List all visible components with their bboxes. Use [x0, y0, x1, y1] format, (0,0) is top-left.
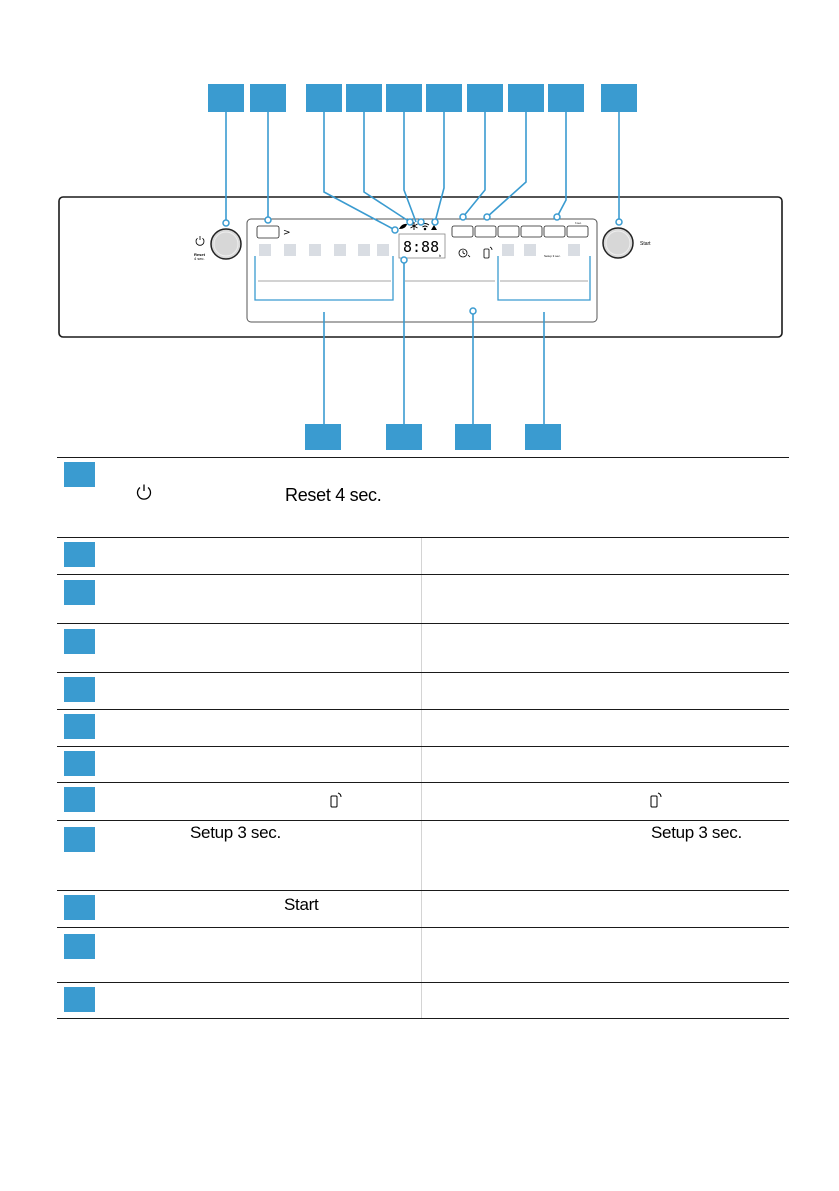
panel-brackets	[254, 256, 591, 301]
table-row	[57, 927, 789, 982]
table-row	[57, 574, 789, 623]
display-digits: 8:88	[403, 238, 439, 256]
reset-label: Reset	[194, 252, 206, 257]
program-button[interactable]	[256, 225, 280, 239]
row-badge	[64, 787, 95, 812]
option-button[interactable]	[543, 225, 566, 238]
start-button[interactable]	[602, 227, 634, 259]
leader-dots	[222, 213, 623, 315]
table-row	[57, 623, 789, 672]
table-row	[57, 746, 789, 782]
setup-label: Setup 3 sec.	[651, 823, 742, 842]
callout-badge	[548, 84, 584, 112]
table-row	[57, 982, 789, 1019]
table-row: Start	[57, 890, 789, 927]
row-badge	[64, 987, 95, 1012]
setup-label: Setup 3 sec.	[544, 254, 561, 258]
table-row: Reset 4 sec.	[57, 457, 789, 537]
display-unit: h	[439, 253, 441, 258]
row-badge	[64, 629, 95, 654]
option-indicators	[502, 244, 580, 256]
reset-label: Reset 4 sec.	[285, 485, 382, 505]
leader-lines	[225, 112, 620, 424]
row-badge	[64, 542, 95, 567]
control-panel-diagram: Reset 4 sec. Start > 8:88 h	[58, 84, 783, 450]
option-buttons[interactable]	[451, 225, 589, 238]
timer-icon	[458, 248, 471, 258]
row-badge	[64, 677, 95, 702]
option-button[interactable]	[474, 225, 497, 238]
remote-connect-icon	[330, 792, 342, 808]
callout-badge	[250, 84, 286, 112]
row-badge	[64, 751, 95, 776]
option-button[interactable]	[497, 225, 520, 238]
remote-connect-icon	[483, 246, 493, 259]
start-label: Start	[640, 241, 651, 247]
legend-table: Reset 4 sec. Setup 3	[57, 457, 789, 1019]
program-indicators	[259, 244, 389, 256]
power-icon	[136, 484, 152, 500]
table-row	[57, 537, 789, 574]
top-callouts	[208, 84, 637, 112]
tap-icon	[431, 225, 437, 230]
table-row	[57, 782, 789, 820]
chevron-icon: >	[283, 228, 291, 238]
table-row: Setup 3 sec. Setup 3 sec.	[57, 820, 789, 890]
row-badge	[64, 934, 95, 959]
callout-badge	[208, 84, 244, 112]
option-button[interactable]	[520, 225, 543, 238]
callout-badge	[305, 424, 341, 450]
table-row	[57, 672, 789, 709]
option-button[interactable]	[451, 225, 474, 238]
bottom-callouts	[305, 424, 561, 450]
row-badge	[64, 895, 95, 920]
power-icon	[195, 236, 205, 246]
callout-badge	[386, 424, 422, 450]
time-display	[398, 233, 446, 259]
callout-badge	[467, 84, 503, 112]
remote-connect-icon	[650, 792, 662, 808]
callout-badge	[601, 84, 637, 112]
setup-label: Setup 3 sec.	[190, 823, 281, 842]
callout-badge	[455, 424, 491, 450]
callout-badge	[426, 84, 462, 112]
callout-badge	[386, 84, 422, 112]
callout-badge	[346, 84, 382, 112]
callout-badge	[525, 424, 561, 450]
power-button[interactable]	[210, 228, 242, 260]
reset-time-label: 4 sec.	[194, 256, 205, 261]
row-badge	[64, 714, 95, 739]
leaf-icon	[399, 223, 407, 229]
row-badge	[64, 580, 95, 605]
tiny-label: 3 sec.	[575, 222, 582, 225]
option-button[interactable]	[566, 225, 589, 238]
table-row	[57, 709, 789, 746]
start-label: Start	[284, 895, 319, 914]
row-badge	[64, 827, 95, 852]
callout-badge	[306, 84, 342, 112]
row-badge	[64, 462, 95, 487]
callout-badge	[508, 84, 544, 112]
